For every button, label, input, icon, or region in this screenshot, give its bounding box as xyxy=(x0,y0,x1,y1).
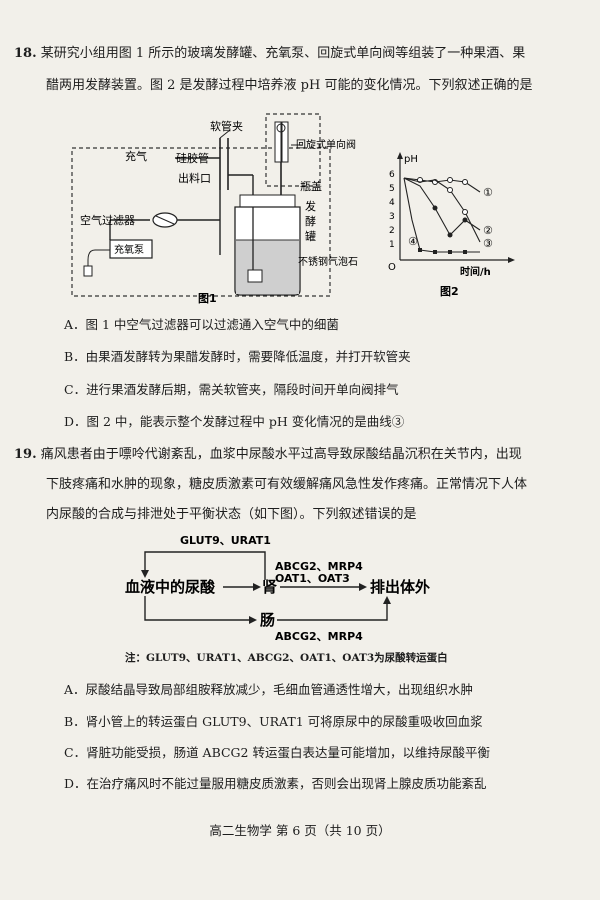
diag-kidney: 肾 xyxy=(262,578,277,596)
diag-abc-top: ABCG2、MRP4 xyxy=(275,560,363,573)
q19-option-c: C．肾脏功能受损，肠道 ABCG2 转运蛋白表达量可能增加，以维持尿酸平衡 xyxy=(64,745,490,760)
label-filter: 空气过滤器 xyxy=(80,213,135,227)
fig2-curve-label-2: ② xyxy=(483,224,493,237)
label-tank-1: 发 xyxy=(305,199,316,213)
label-tank-2: 酵 xyxy=(305,215,316,228)
fig2-ylabel: pH xyxy=(404,154,418,165)
label-air-in: 充气 xyxy=(125,149,147,163)
page-footer: 高二生物学 第 6 页（共 10 页） xyxy=(209,823,391,838)
fig2-ytick-4: 4 xyxy=(389,198,395,208)
fig2-origin: O xyxy=(388,262,396,273)
q18-number: 18. xyxy=(14,46,37,61)
q19-option-a: A．尿酸结晶导致局部组胺释放减少，毛细血管通透性增大，出现组织水肿 xyxy=(64,682,474,697)
diag-gut: 肠 xyxy=(260,611,275,629)
fig2-ytick-1: 1 xyxy=(389,240,395,250)
fig2-ytick-5: 5 xyxy=(389,184,395,194)
q18-option-a: A．图 1 中空气过滤器可以过滤通入空气中的细菌 xyxy=(64,317,339,332)
q19-stem-line1: 19. 痛风患者由于嘌呤代谢紊乱，血浆中尿酸水平过高导致尿酸结晶沉积在关节内，出… xyxy=(14,446,522,463)
label-cap: 瓶盖 xyxy=(300,179,322,193)
q18-figure2: pH O 时间/h 1 2 3 4 5 6 ① ② ③ ④ 图2 xyxy=(388,152,515,298)
fig2-curve-3 xyxy=(403,177,481,243)
diag-oat: OAT1、OAT3 xyxy=(275,572,350,585)
q19-stem-line2: 下肢疼痛和水肿的现象，糖皮质激素可有效缓解痛风急性发作疼痛。正常情况下人体 xyxy=(46,477,528,492)
q19-option-d: D．在治疗痛风时不能过量服用糖皮质激素，否则会出现肾上腺皮质功能紊乱 xyxy=(64,776,487,791)
q19-diagram-note: 注：GLUT9、URAT1、ABCG2、OAT1、OAT3为尿酸转运蛋白 xyxy=(125,652,448,664)
q18-stem-line2: 醋两用发酵装置。图 2 是发酵过程中培养液 pH 可能的变化情况。下列叙述正确的… xyxy=(46,78,533,93)
fig2-curve-label-1: ① xyxy=(483,186,493,199)
q19-stem-line3: 内尿酸的合成与排泄处于平衡状态（如下图）。下列叙述错误的是 xyxy=(46,507,417,522)
label-tank-3: 罐 xyxy=(305,230,316,243)
fig1-caption: 图1 xyxy=(198,292,217,305)
fig2-xlabel: 时间/h xyxy=(460,265,491,278)
fig2-ytick-2: 2 xyxy=(389,226,395,236)
label-stone: 不锈钢气泡石 xyxy=(298,255,358,268)
q19-stem-text1: 痛风患者由于嘌呤代谢紊乱，血浆中尿酸水平过高导致尿酸结晶沉积在关节内，出现 xyxy=(40,447,522,462)
q18-option-b: B．由果酒发酵转为果醋发酵时，需要降低温度，并打开软管夹 xyxy=(64,349,411,364)
diag-blood: 血液中的尿酸 xyxy=(125,578,216,596)
fig2-curve-2 xyxy=(403,177,481,236)
diag-abc-bottom: ABCG2、MRP4 xyxy=(275,630,363,643)
q18-option-d: D．图 2 中，能表示整个发酵过程中 pH 变化情况的是曲线③ xyxy=(64,414,405,429)
q18-stem-text1: 某研究小组用图 1 所示的玻璃发酵罐、充氧泵、回旋式单向阀等组装了一种果酒、果 xyxy=(40,46,526,61)
fig2-ytick-3: 3 xyxy=(389,212,395,222)
q18-stem-line1: 18. 某研究小组用图 1 所示的玻璃发酵罐、充氧泵、回旋式单向阀等组装了一种果… xyxy=(14,45,525,62)
label-hose: 硅胶管 xyxy=(176,151,209,165)
q18-figure1: 软管夹 回旋式单向阀 充气 硅胶管 出料口 瓶盖 空气过滤器 发 酵 罐 充氧泵… xyxy=(71,113,358,305)
diag-glut: GLUT9、URAT1 xyxy=(180,534,271,547)
q18-option-c: C．进行果酒发酵后期，需关软管夹，隔段时间开单向阀排气 xyxy=(64,382,399,397)
label-pump: 充氧泵 xyxy=(114,243,144,256)
q19-number: 19. xyxy=(14,447,37,462)
fig2-caption: 图2 xyxy=(440,285,459,298)
label-clamp: 软管夹 xyxy=(210,119,243,133)
label-outlet: 出料口 xyxy=(178,171,211,185)
fig2-curve-label-3: ③ xyxy=(483,237,493,250)
label-valve: 回旋式单向阀 xyxy=(296,138,356,151)
q19-diagram: GLUT9、URAT1 血液中的尿酸 肾 ABCG2、MRP4 OAT1、OAT… xyxy=(125,534,430,643)
fig2-curve-label-4: ④ xyxy=(408,235,418,248)
diag-excrete: 排出体外 xyxy=(370,578,430,596)
q19-option-b: B．肾小管上的转运蛋白 GLUT9、URAT1 可将原尿中的尿酸重吸收回血浆 xyxy=(64,714,483,729)
fig2-ytick-6: 6 xyxy=(389,170,395,180)
